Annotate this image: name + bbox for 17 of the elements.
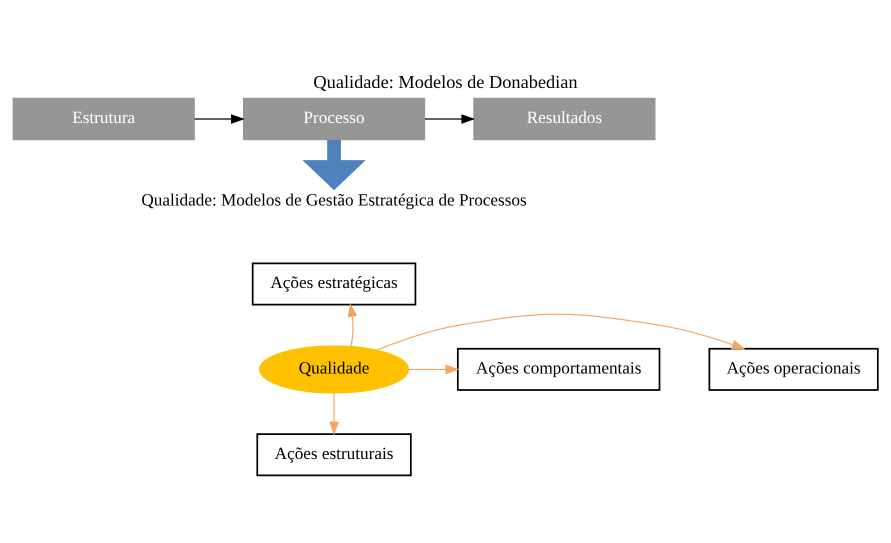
arrow xyxy=(194,114,245,124)
arrow xyxy=(302,139,366,190)
node-box: Ações operacionais xyxy=(708,347,879,390)
node-box: Ações comportamentais xyxy=(456,347,660,390)
node-box: Processo xyxy=(242,97,426,140)
node-box: Resultados xyxy=(473,97,656,140)
arrow xyxy=(408,364,460,374)
arrow xyxy=(376,313,746,350)
node-box: Estrutura xyxy=(12,97,195,140)
node-box: Ações estratégicas xyxy=(252,262,416,306)
node-text: Qualidade: Modelos de Gestão Estratégica de Processos xyxy=(141,190,527,210)
arrow xyxy=(329,392,339,436)
node-box: Ações estruturais xyxy=(256,432,412,476)
arrow xyxy=(424,114,476,124)
node-ellipse: Qualidade xyxy=(259,344,410,393)
diagram-title: Qualidade: Modelos de Donabedian xyxy=(313,71,578,92)
arrow xyxy=(348,302,358,346)
